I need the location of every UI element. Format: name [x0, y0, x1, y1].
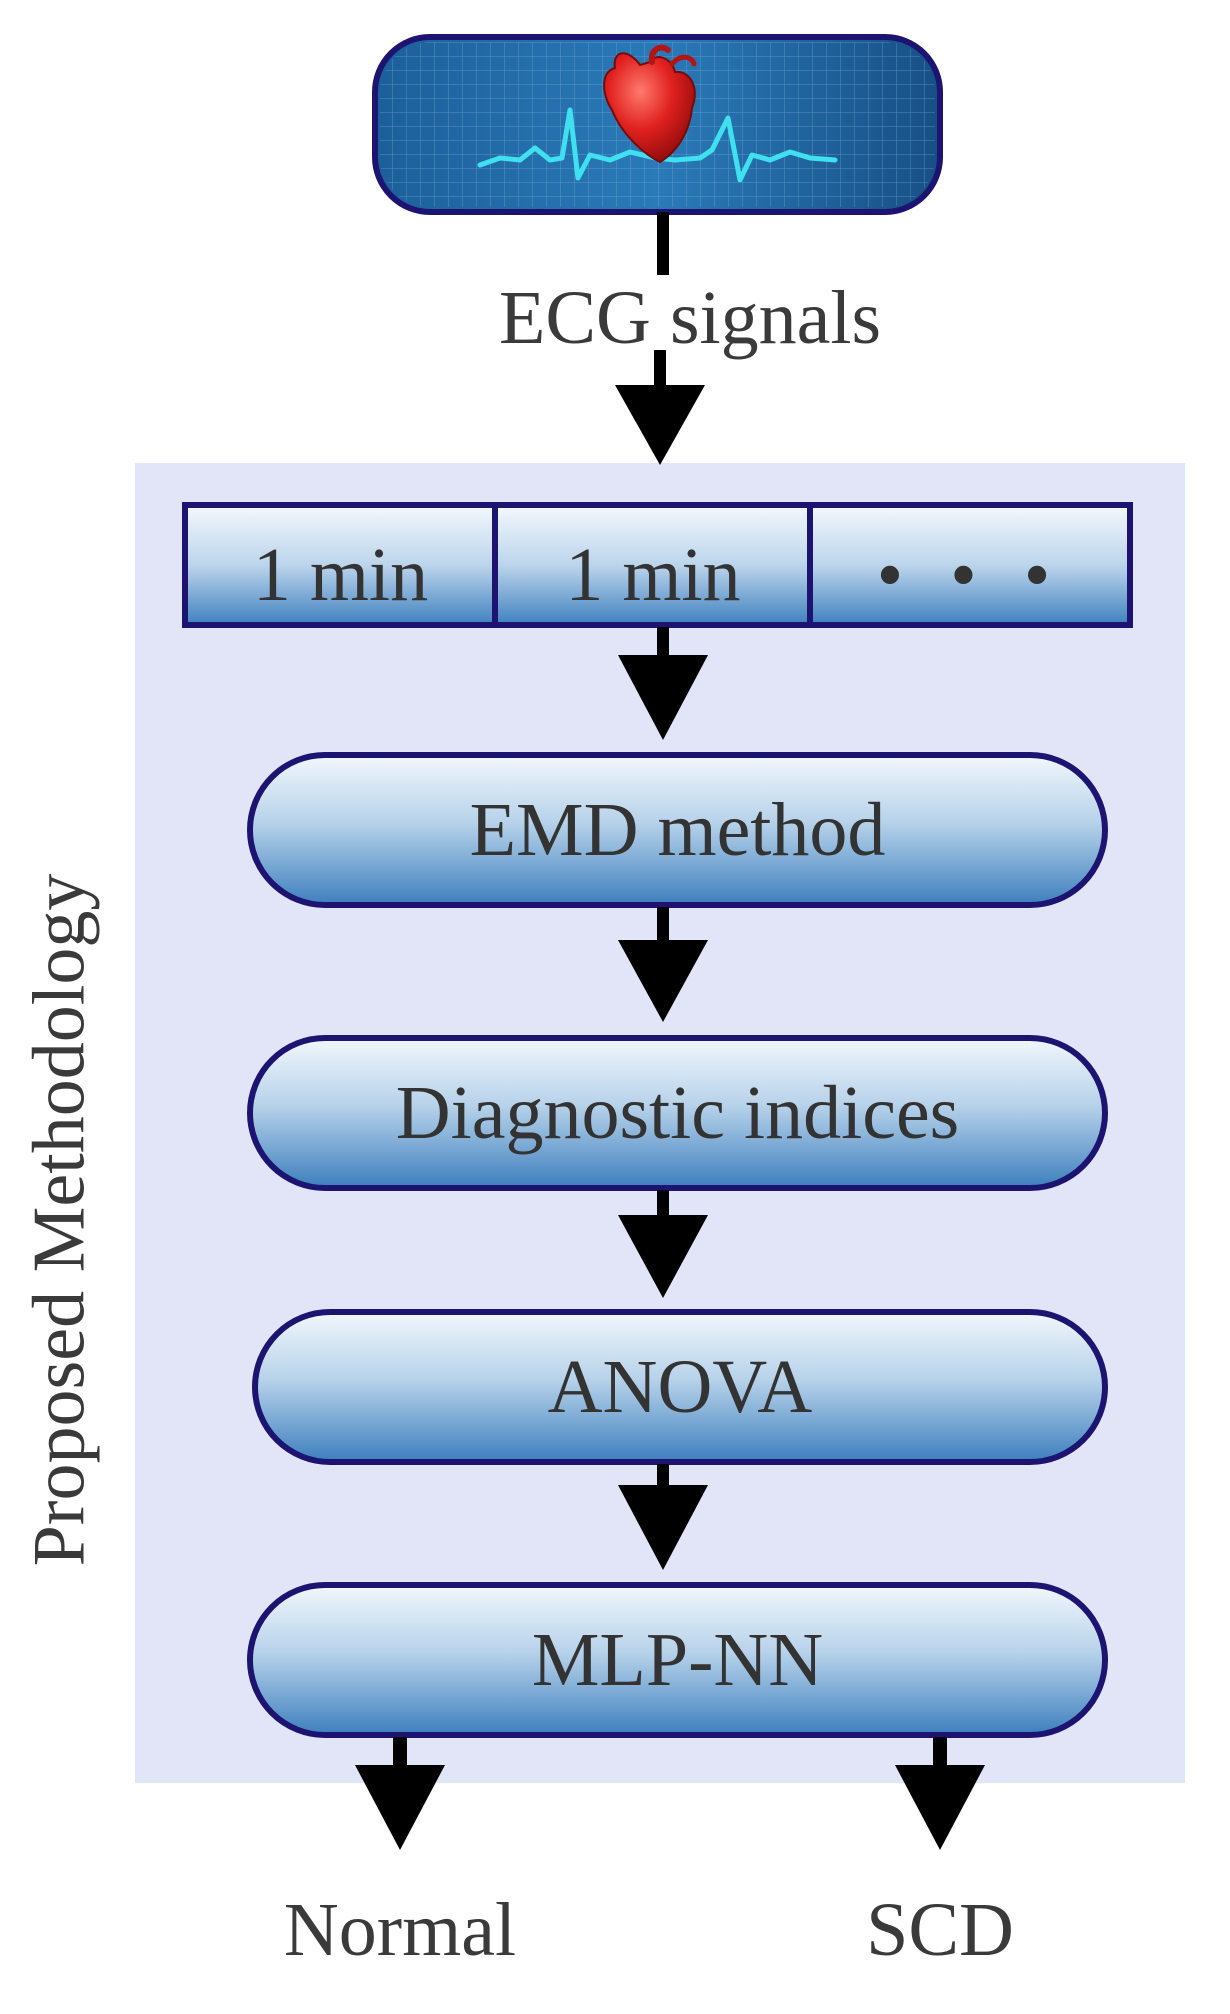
arrow-to-anova [618, 1190, 708, 1298]
arrow-to-scd [895, 1737, 985, 1850]
step-label-emd: EMD method [469, 788, 886, 872]
panel-side-label: Proposed Methodology [18, 873, 101, 1567]
step-box-anova [252, 1309, 1108, 1465]
segment-label-more: • • • [876, 533, 1065, 617]
segments-bar [182, 502, 1133, 628]
step-box-diagnostic [247, 1035, 1108, 1191]
arrow-to-emd [618, 627, 708, 740]
arrow-to-normal [355, 1737, 445, 1850]
segment-label-2: 1 min [565, 533, 741, 617]
input-label: ECG signals [498, 276, 882, 360]
step-box-mlp [247, 1582, 1108, 1738]
output-label-scd: SCD [866, 1888, 1014, 1972]
arrow-to-mlp [618, 1464, 708, 1570]
output-label-normal: Normal [283, 1888, 517, 1972]
step-label-diagnostic: Diagnostic indices [395, 1071, 960, 1155]
heart-ecg-icon [372, 34, 943, 215]
step-label-anova: ANOVA [547, 1345, 813, 1429]
step-box-emd [247, 752, 1108, 908]
segment-label-1: 1 min [252, 533, 429, 617]
arrow-to-segments [615, 350, 705, 465]
arrow-to-diagnostic [618, 907, 708, 1022]
step-label-mlp: MLP-NN [531, 1618, 824, 1702]
